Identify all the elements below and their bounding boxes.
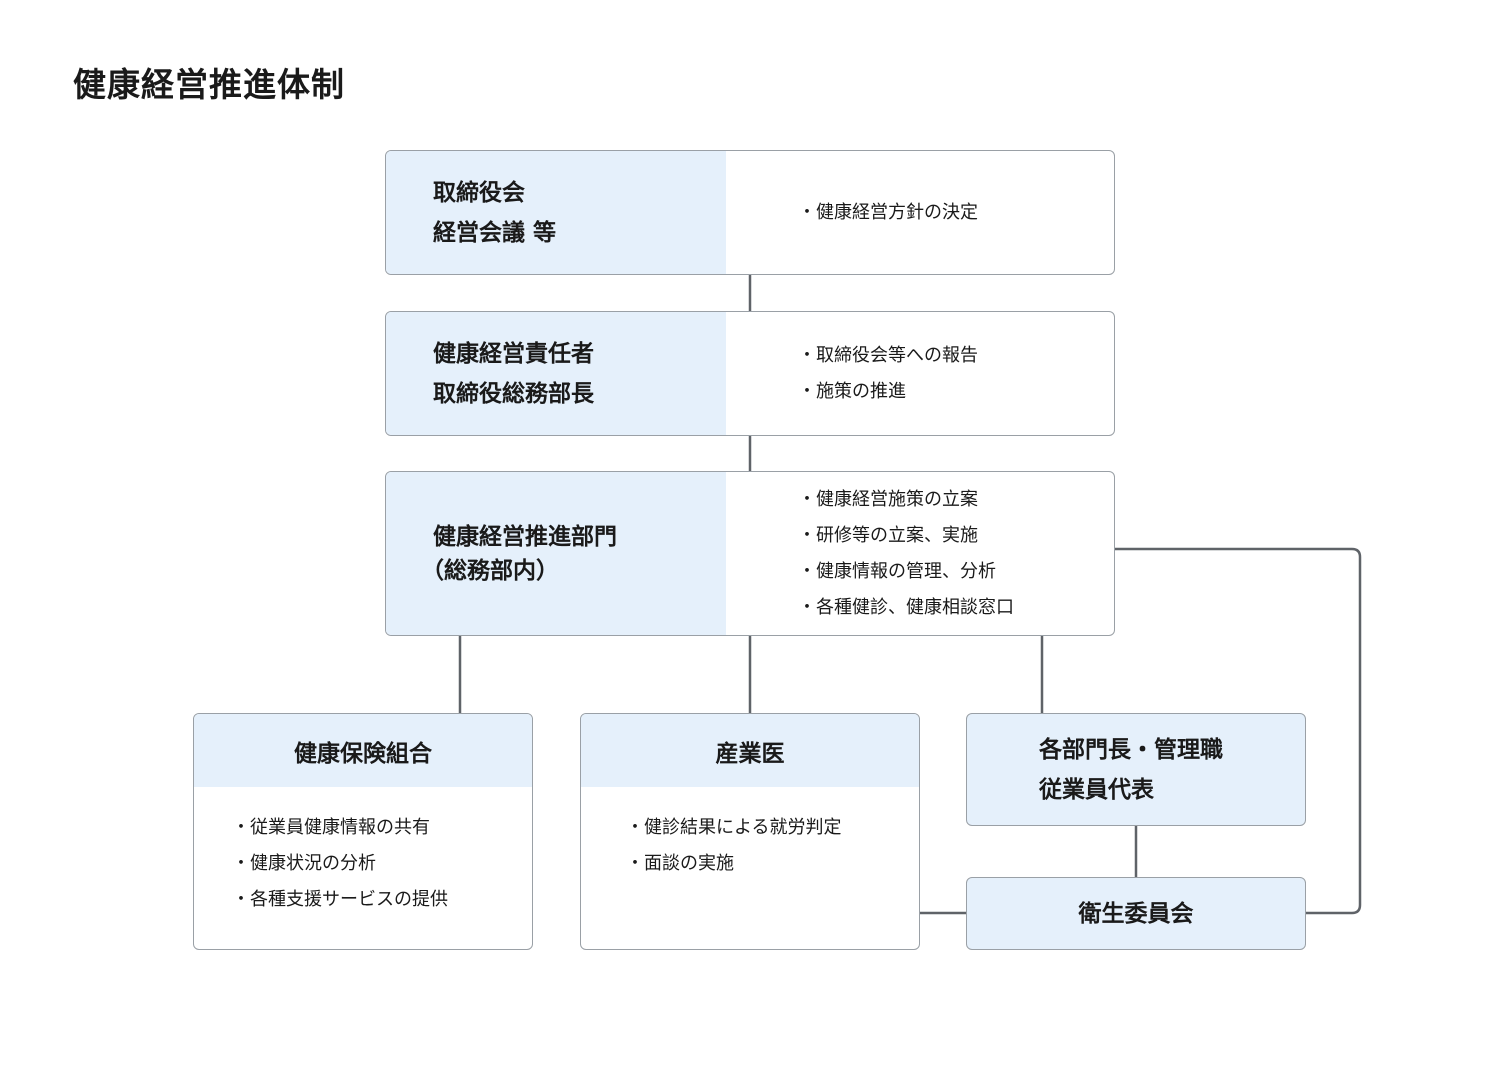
board-duties: 健康経営方針の決定 <box>726 151 1114 274</box>
managers-line-2: 従業員代表 <box>1039 776 1154 803</box>
manager-box: 健康経営責任者 取締役総務部長 取締役会等への報告 施策の推進 <box>385 311 1115 436</box>
board-label-line-2: 経営会議 等 <box>433 219 557 246</box>
managers-box: 各部門長・管理職 従業員代表 <box>966 713 1306 826</box>
insurance-duty-item: 健康状況の分析 <box>232 846 532 882</box>
manager-label: 健康経営責任者 取締役総務部長 <box>386 312 726 435</box>
insurance-duties: 従業員健康情報の共有 健康状況の分析 各種支援サービスの提供 <box>194 787 532 918</box>
manager-label-line-1: 健康経営責任者 <box>433 340 594 367</box>
manager-duties: 取締役会等への報告 施策の推進 <box>726 312 1114 435</box>
physician-title: 産業医 <box>581 714 919 787</box>
physician-duties: 健診結果による就労判定 面談の実施 <box>581 787 919 882</box>
department-duty-item: 健康情報の管理、分析 <box>798 554 1114 590</box>
board-label: 取締役会 経営会議 等 <box>386 151 726 274</box>
department-label-line-1: 健康経営推進部門 <box>433 523 617 550</box>
connector-dept-to-committee <box>1115 547 1362 915</box>
physician-duty-item: 健診結果による就労判定 <box>626 810 919 846</box>
department-label: 健康経営推進部門 （総務部内） <box>386 472 726 635</box>
physician-duty-item: 面談の実施 <box>626 846 919 882</box>
board-label-line-1: 取締役会 <box>433 179 525 206</box>
committee-box: 衛生委員会 <box>966 877 1306 950</box>
insurance-title: 健康保険組合 <box>194 714 532 787</box>
manager-duty-item: 施策の推進 <box>798 374 1114 410</box>
department-duty-item: 研修等の立案、実施 <box>798 518 1114 554</box>
department-label-line-2: （総務部内） <box>421 557 559 584</box>
department-box: 健康経営推進部門 （総務部内） 健康経営施策の立案 研修等の立案、実施 健康情報… <box>385 471 1115 636</box>
insurance-duty-item: 各種支援サービスの提供 <box>232 882 532 918</box>
department-duty-item: 各種健診、健康相談窓口 <box>798 590 1114 626</box>
board-duty-item: 健康経営方針の決定 <box>798 195 1114 231</box>
manager-label-line-2: 取締役総務部長 <box>433 380 594 407</box>
committee-title: 衛生委員会 <box>1078 900 1194 927</box>
department-duties: 健康経営施策の立案 研修等の立案、実施 健康情報の管理、分析 各種健診、健康相談… <box>726 472 1114 635</box>
insurance-box: 健康保険組合 従業員健康情報の共有 健康状況の分析 各種支援サービスの提供 <box>193 713 533 950</box>
board-box: 取締役会 経営会議 等 健康経営方針の決定 <box>385 150 1115 275</box>
page-title: 健康経営推進体制 <box>73 65 345 104</box>
managers-line-1: 各部門長・管理職 <box>1039 736 1223 763</box>
physician-box: 産業医 健診結果による就労判定 面談の実施 <box>580 713 920 950</box>
manager-duty-item: 取締役会等への報告 <box>798 338 1114 374</box>
department-duty-item: 健康経営施策の立案 <box>798 482 1114 518</box>
insurance-duty-item: 従業員健康情報の共有 <box>232 810 532 846</box>
